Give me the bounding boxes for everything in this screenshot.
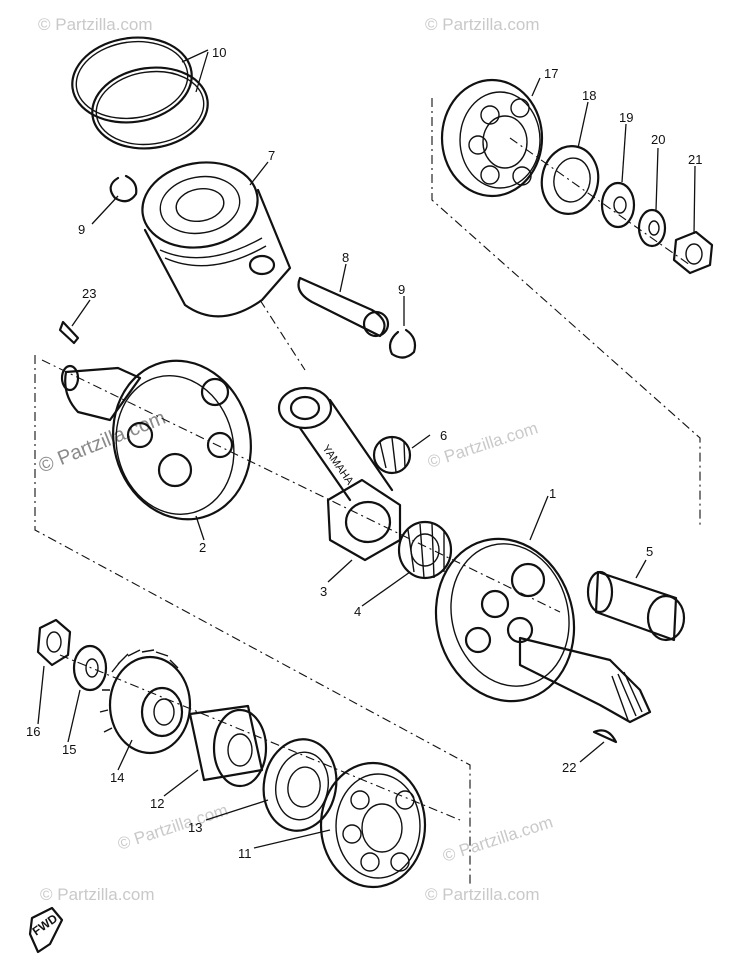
label-4: 4	[354, 604, 361, 619]
part-labels: 10 7 9 8 9 23 2 6 3 4 1 5 22 17 18 19 20…	[26, 45, 702, 861]
fwd-direction-marker: FWD	[28, 906, 64, 954]
big-end-bearing	[397, 520, 453, 580]
leader-lines	[37, 49, 696, 849]
connecting-rod: YAMAHA	[277, 386, 402, 562]
label-11: 11	[238, 846, 252, 861]
label-2: 2	[199, 540, 206, 555]
label-18: 18	[582, 88, 596, 103]
watermark-mid-right: © Partzilla.com	[425, 418, 540, 471]
label-9-right: 9	[398, 282, 405, 297]
watermark-top-right: © Partzilla.com	[425, 15, 540, 34]
label-10: 10	[212, 45, 226, 60]
bearing-group-box-line	[431, 98, 701, 528]
label-12: 12	[150, 796, 164, 811]
label-22: 22	[562, 760, 576, 775]
label-21: 21	[688, 152, 702, 167]
watermark-bottom-left: © Partzilla.com	[40, 885, 155, 904]
label-23: 23	[82, 286, 96, 301]
crankpin-axis-line	[41, 359, 561, 613]
piston	[141, 161, 292, 318]
bearing-17	[440, 78, 544, 198]
watermark-low-left: © Partzilla.com	[115, 800, 230, 853]
bearing-11	[319, 761, 427, 889]
small-end-bearing	[372, 435, 412, 475]
crank-half-left	[60, 359, 252, 521]
label-17: 17	[544, 66, 558, 81]
washer-19	[600, 181, 636, 229]
label-19: 19	[619, 110, 633, 125]
label-5: 5	[646, 544, 653, 559]
piston-pin	[297, 276, 390, 338]
label-13: 13	[188, 820, 202, 835]
label-8: 8	[342, 250, 349, 265]
label-15: 15	[62, 742, 76, 757]
label-3: 3	[320, 584, 327, 599]
woodruff-key-lower	[592, 729, 618, 744]
label-9-left: 9	[78, 222, 85, 237]
spacer-12	[188, 704, 268, 788]
label-1: 1	[549, 486, 556, 501]
lock-washer-20	[637, 208, 667, 248]
label-16: 16	[26, 724, 40, 739]
circlip-right	[388, 328, 417, 359]
piston-rings	[71, 36, 209, 150]
label-7: 7	[268, 148, 275, 163]
woodruff-key-upper	[58, 320, 80, 345]
watermark-low-right: © Partzilla.com	[440, 812, 555, 865]
crank-half-right	[434, 537, 652, 724]
gear-14	[99, 649, 192, 755]
circlip-left	[109, 174, 138, 203]
piston-rod-axis-line	[259, 299, 306, 371]
output-shaft-axis-line	[59, 654, 461, 821]
assembly-lines	[34, 98, 701, 885]
label-14: 14	[110, 770, 124, 785]
nut-21	[672, 230, 714, 275]
washer-15	[72, 644, 108, 692]
crankpin	[586, 570, 686, 642]
crank-group-box-line	[34, 355, 471, 885]
oil-seal-18	[540, 145, 600, 215]
label-6: 6	[440, 428, 447, 443]
watermark-top-left: © Partzilla.com	[38, 15, 153, 34]
label-20: 20	[651, 132, 665, 147]
watermark-bottom-right: © Partzilla.com	[425, 885, 540, 904]
nut-16	[36, 618, 72, 667]
oil-seal-13	[262, 738, 338, 832]
